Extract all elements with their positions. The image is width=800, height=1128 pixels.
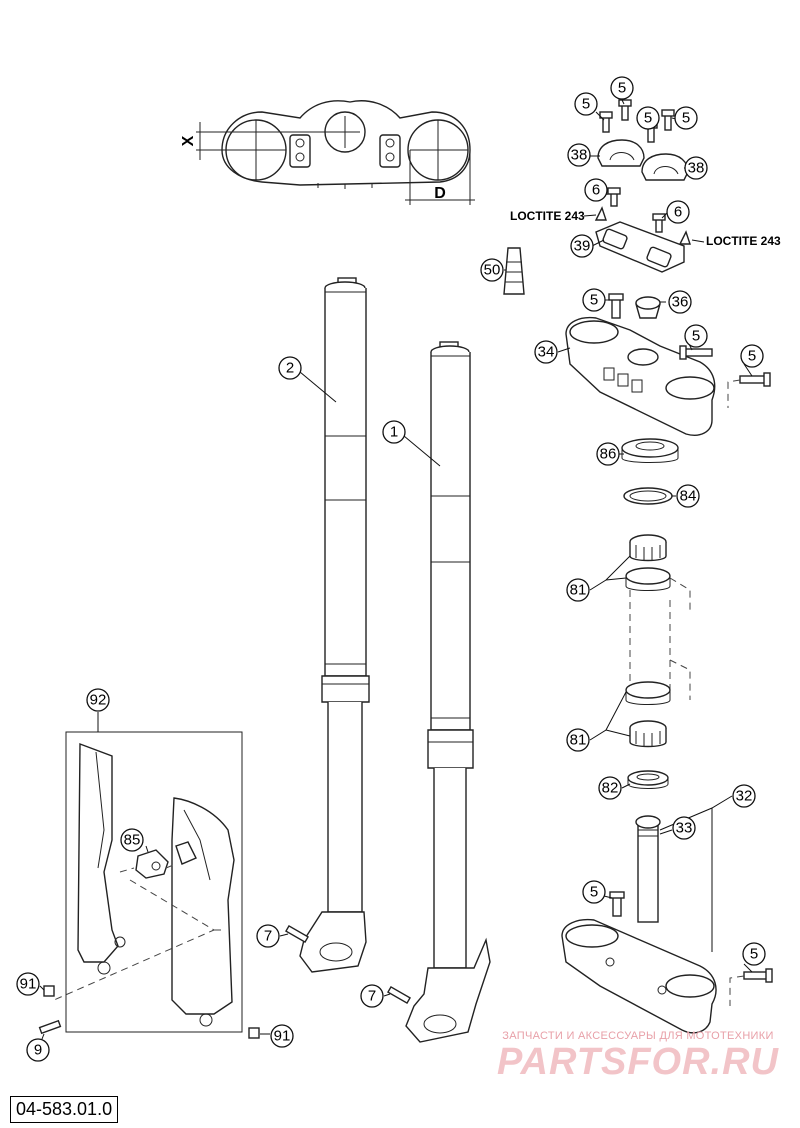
- svg-text:84: 84: [680, 488, 697, 505]
- svg-text:92: 92: [90, 692, 107, 709]
- svg-text:81: 81: [570, 582, 587, 599]
- document-number: 04-583.01.0: [10, 1096, 119, 1123]
- callout-84: 84: [676, 484, 700, 508]
- callout-5: 5: [582, 288, 606, 312]
- loctite-label-right: LOCTITE 243: [706, 234, 781, 248]
- dimension-d-label: D: [434, 185, 446, 202]
- callout-86: 86: [596, 442, 620, 466]
- callout-32: 32: [732, 784, 756, 808]
- callout-85: 85: [120, 828, 144, 852]
- loctite-label-left: LOCTITE 243: [510, 209, 585, 223]
- svg-text:5: 5: [682, 110, 690, 127]
- adjusting-tool: [503, 247, 525, 295]
- callout-7: 7: [256, 924, 280, 948]
- svg-text:5: 5: [590, 292, 598, 309]
- fork-leg-right: [405, 341, 491, 1043]
- svg-text:5: 5: [582, 96, 590, 113]
- callout-9: 9: [26, 1038, 50, 1062]
- svg-text:9: 9: [34, 1042, 42, 1059]
- callout-38: 38: [684, 156, 708, 180]
- callout-91: 91: [16, 972, 40, 996]
- svg-text:85: 85: [124, 832, 141, 849]
- svg-text:2: 2: [286, 360, 294, 377]
- callout-91: 91: [270, 1024, 294, 1048]
- svg-text:6: 6: [592, 182, 600, 199]
- callout-92: 92: [86, 688, 110, 712]
- callout-5: 5: [582, 880, 606, 904]
- lower-triple-clamp: [561, 815, 773, 1034]
- svg-text:50: 50: [484, 262, 501, 279]
- callout-5: 5: [574, 92, 598, 116]
- callout-33: 33: [672, 816, 696, 840]
- fork-leg-left: [299, 277, 370, 973]
- callout-6: 6: [584, 178, 608, 202]
- svg-text:82: 82: [602, 780, 619, 797]
- triple-clamp-dimension-detail: [196, 100, 475, 205]
- svg-text:86: 86: [600, 446, 617, 463]
- callout-5: 5: [610, 76, 634, 100]
- callout-5: 5: [740, 344, 764, 368]
- callout-81: 81: [566, 578, 590, 602]
- svg-text:5: 5: [590, 884, 598, 901]
- callout-6: 6: [666, 200, 690, 224]
- svg-text:5: 5: [618, 80, 626, 97]
- axle-clamp-bolts: [285, 924, 411, 1005]
- svg-text:5: 5: [644, 110, 652, 127]
- svg-text:36: 36: [672, 294, 689, 311]
- callout-5: 5: [684, 324, 708, 348]
- callout-81: 81: [566, 728, 590, 752]
- callout-38: 38: [567, 143, 591, 167]
- callout-39: 39: [570, 234, 594, 258]
- fork-guard-kit: [38, 731, 260, 1039]
- callout-7: 7: [360, 984, 384, 1008]
- svg-text:7: 7: [368, 988, 376, 1005]
- callout-36: 36: [668, 290, 692, 314]
- svg-text:7: 7: [264, 928, 272, 945]
- callout-34: 34: [534, 340, 558, 364]
- watermark-caption: ЗАПЧАСТИ И АКСЕССУАРЫ ДЛЯ МОТОТЕХНИКИ: [502, 1030, 774, 1042]
- clamp-base-bolts: [594, 187, 691, 245]
- svg-text:6: 6: [674, 204, 682, 221]
- svg-text:91: 91: [274, 1028, 291, 1045]
- svg-text:34: 34: [538, 344, 555, 361]
- callout-5: 5: [636, 106, 660, 130]
- upper-triple-clamp: [565, 293, 771, 436]
- svg-text:38: 38: [571, 147, 588, 164]
- steering-bearings: [621, 438, 691, 789]
- watermark: ЗАПЧАСТИ И АКСЕССУАРЫ ДЛЯ МОТОТЕХНИКИ PA…: [488, 1030, 788, 1082]
- svg-text:1: 1: [390, 424, 398, 441]
- svg-text:33: 33: [676, 820, 693, 837]
- dimension-x-label: X: [180, 135, 197, 146]
- callout-5: 5: [742, 942, 766, 966]
- svg-text:32: 32: [736, 788, 753, 805]
- svg-text:39: 39: [574, 238, 591, 255]
- callout-2: 2: [278, 356, 302, 380]
- callout-50: 50: [480, 258, 504, 282]
- svg-text:5: 5: [692, 328, 700, 345]
- svg-text:38: 38: [688, 160, 705, 177]
- callout-82: 82: [598, 776, 622, 800]
- svg-text:91: 91: [20, 976, 37, 993]
- callout-1: 1: [382, 420, 406, 444]
- svg-text:81: 81: [570, 732, 587, 749]
- callout-5: 5: [674, 106, 698, 130]
- svg-text:5: 5: [748, 348, 756, 365]
- svg-text:5: 5: [750, 946, 758, 963]
- watermark-logo: PARTSFOR.RU: [497, 1041, 779, 1083]
